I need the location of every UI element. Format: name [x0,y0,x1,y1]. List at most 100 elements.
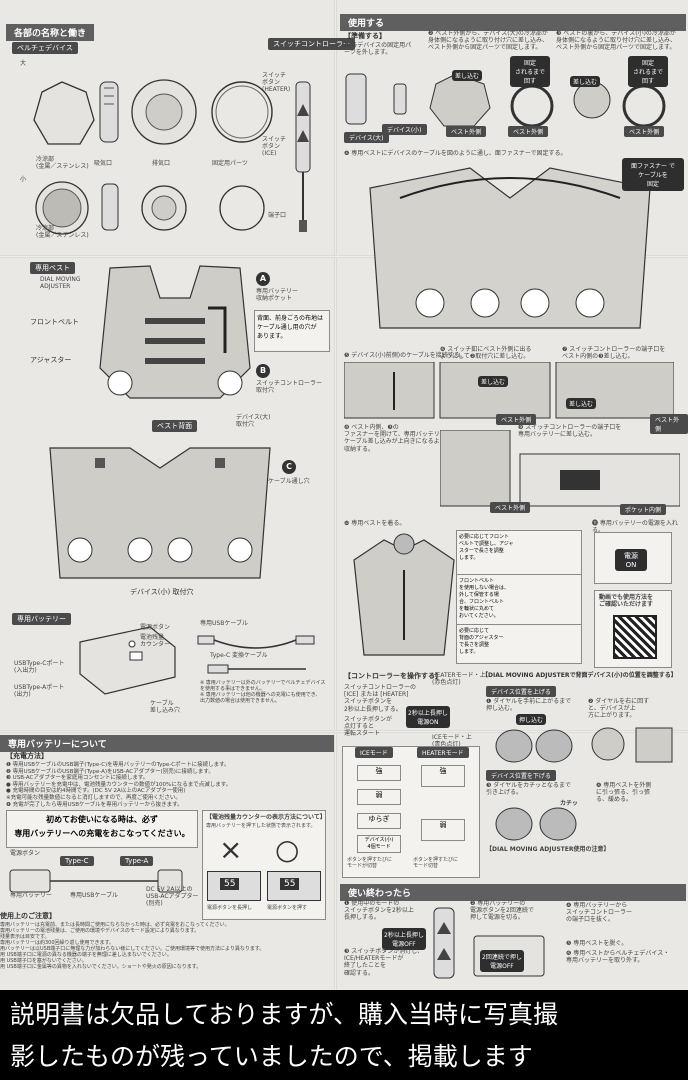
vest-cable-drawing [369,167,651,329]
device-small-mount-label: デバイス(小) 取付穴 [130,588,194,596]
cable-slot-label: ケーブル 差し込み穴 [150,700,181,715]
device-large-tag: デバイス(大) [344,132,389,143]
off-twice-label: 2回連続で押し 電源OFF [480,950,524,972]
usage-note: 残量表示は目安です。 [0,934,50,940]
section-parts-title: 各部の名称と働き [6,24,95,41]
counter-sub: 専用バッテリーを押下した状態で表示されます。 [206,823,316,829]
tag-vest: 専用ベスト [30,262,76,274]
adjust-note-1: 必要に応じてフロント ベルトで調整し、アジャ スターで長さを調整 します。 [456,530,582,576]
usb-cable-drawing [197,635,315,649]
photo-caption: 説明書は欠品しておりますが、購入当時に写真撮 影したものが残っていましたので、掲… [0,990,688,1080]
step-8-9-drawings [440,430,680,507]
vest-front-drawing [99,265,251,399]
typec-adapter-drawing [207,664,306,674]
vest-outside-tag-1: ベスト外側 [446,126,487,137]
mode-panel: ICEモード HEATERモード 強 弱 ゆらぎ デバイス(小) 4個モード ボ… [342,746,480,878]
adapter-label: DC 5V 2A以上の USB-ACアダプター (別売) [146,886,199,908]
fixed-spin-label-1: 固定 されるまで 回す [510,56,550,87]
section-battery-title: 専用バッテリーについて [0,735,334,752]
usage-note-heading: 使用上のご注意】 [0,912,56,920]
power-on-label: 電源 ON [615,549,647,571]
marker-a: A [256,272,270,286]
usage-note: 専用バッテリーは約300回繰り返し使用できます。 [0,940,115,946]
fixed-spin-label-2: 固定 されるまで 回す [628,56,668,87]
dial-step-2: ❷ ダイヤルを右に回す と、デバイスが上 方に上がります。 [588,698,650,720]
vest-outside-mid-2: ベスト外側 [650,414,688,434]
video-qr-box: 動画でも使用方法を ご確認いただけます [594,590,672,668]
step-5-7-drawings [344,362,674,419]
ice-note: ICEモード・上 (青色点灯) [432,734,472,749]
press-in-mid-1: 差し込む [478,376,509,387]
dial-up-tag: デバイス位置を上げる [486,686,556,697]
prep-heading: 【準備する】 [344,32,386,40]
percent-b: 55 [280,878,300,890]
on-2sec-label: 2秒以上長押し 電源ON [406,706,450,728]
vest-outside-mid-1: ベスト外側 [496,414,537,425]
heater-weak: 弱 [421,819,465,841]
charge-step: ● 充電時間の目安は約4時間です。(DC 5V 2A以上のACアダプター使用) [6,788,186,795]
type-c-label: Type-C [60,856,94,866]
step-5: ❺ デバイス(小)前側)のケーブルを接続する。 [344,352,466,359]
tag-switch-controller: スイッチコントローラー [268,38,355,50]
vest-outside-tag-3: ベスト外側 [624,126,665,137]
usage-note: 用 USB端子口に電源の異なる機器の端子を無理に差し込まないでください。 [0,952,172,958]
charging-diagram [9,869,183,893]
battery-display-b: 55 [267,871,321,901]
ice-fluct: ゆらぎ [357,813,401,829]
fold-line-horizontal-2 [0,730,688,733]
controller-note: スイッチコントローラーの [ICE] または [HEATER] スイッチボタンを… [344,684,417,713]
end-step-6: ❻ 専用ベストからベルチェデバイス・ 専用バッテリーを取り外す。 [566,950,670,965]
manual-sheet: 各部の名称と働き ベルチェデバイス スイッチコントローラー 大 小 冷涼部 (金… [0,0,688,990]
charge-step: ❶ 専用USBケーブルのUSB端子(Type-C)を専用バッテリーのType-C… [6,762,230,768]
section-use-title: 使用する [340,14,686,31]
step-9: ❾ スイッチコントローラーの端子口を 専用バッテリーに差し込む。 [518,424,622,439]
battery-pocket-label: 専用バッテリー 収納ポケット [256,288,299,303]
dial-step-1: ❶ ダイヤルを手前に上がるまで 押し込む。 [486,698,572,713]
off-2sec-label: 2秒以上長押し 電源OFF [382,928,426,950]
vest-outside-mid-3: ベスト外側 [490,502,531,513]
front-belt-label: フロントベルト [30,318,79,326]
device-drawings [33,79,311,235]
counter-display-box: 【電池残量カウンターの表示方法について】 専用バッテリーを押下した状態で表示され… [202,810,326,920]
prep-step-3: ❸ ベストの裏から、デバイス(小)の冷涼部が 身体側になるように取り付け穴に差し… [556,30,677,52]
video-title: 動画でも使用方法を ご確認いただけます [599,594,654,609]
battery-display-a: 55 [207,871,261,901]
battery-drawing [79,626,176,695]
heater-strong: 強 [421,765,465,787]
prep-step-2: ❷ ベスト外側から、デバイス(大)の冷涼部が 身体側になるように取り付け穴に差し… [428,30,549,52]
click-label: カチッ [560,800,579,807]
battery-on-drawing: 電源 ON [594,532,672,584]
press-in-mid-2: 差し込む [566,398,597,409]
usage-notes: 専用バッテリーは充電前、または長時間ご使用にならなかった時は、必ず充電をおこなっ… [0,922,330,970]
first-use-notice: 初めてお使いになる時は、必ず 専用バッテリーへの充電をおこなってください。 [6,810,198,848]
ice-strong: 強 [357,765,401,781]
press-in-label-1: 差し込む [452,70,483,81]
marker-c: C [282,460,296,474]
ice-press-desc: ボタンを押すたびに モードが切替 [347,857,393,869]
ice-device-mode: デバイス(小) 4個モード [357,835,401,853]
fixing-parts-label: 固定用パーツ [212,160,248,167]
wearing-vest-drawing [353,533,455,656]
charge-battery-label: 専用バッテリー [10,892,53,899]
qr-code[interactable] [613,615,657,659]
exhaust-label: 排気口 [152,160,171,167]
press-in-label-2: 差し込む [570,76,601,87]
size-small-label: 小 [20,176,27,183]
device-large-mount-label: デバイス(大) 取付穴 [236,414,271,429]
counter-title: 【電池残量カウンターの表示方法について】 [206,814,326,821]
switch-heater-label: スイッチ ボタン (HEATER) [262,72,291,94]
charge-step: ❸ USB-ACアダプターを家庭用コンセントに接続します。 [6,775,149,782]
usage-note: 用 USB端子口を塞がないでください。 [0,958,87,964]
end-step-3: ❸ スイッチボタンが消灯し、 ICE/HEATERモードが 終了したことを 確認… [344,948,424,977]
press-label: 電源ボタンを押す [267,905,308,911]
charge-step: ❹ 充電が完了したら専用USBケーブルを専用バッテリーから抜きます。 [6,801,183,808]
tag-vest-back: ベスト背面 [152,420,198,432]
power-button-label: 電源ボタン [140,624,171,631]
step-8: ❽ ベスト内側、❸の ファスナーを開けて、専用バッテリーを ケーブル差し込みが上… [344,424,452,453]
charge-steps: ❶ 専用USBケーブルのUSB端子(Type-C)を専用バッテリーのType-C… [6,762,326,808]
charge-step: ● 専用バッテリーを充電中は、電池残量カウンターの数値が100%になるまで点滅し… [6,781,232,788]
switch-mount-label: スイッチコントローラー 取付穴 [256,380,323,395]
heater-note: HEATERモード・上 (赤色点灯) [432,672,486,687]
pocket-inside-tag: ポケット内側 [620,504,667,515]
section-end-title: 使い終わったら [340,884,686,901]
